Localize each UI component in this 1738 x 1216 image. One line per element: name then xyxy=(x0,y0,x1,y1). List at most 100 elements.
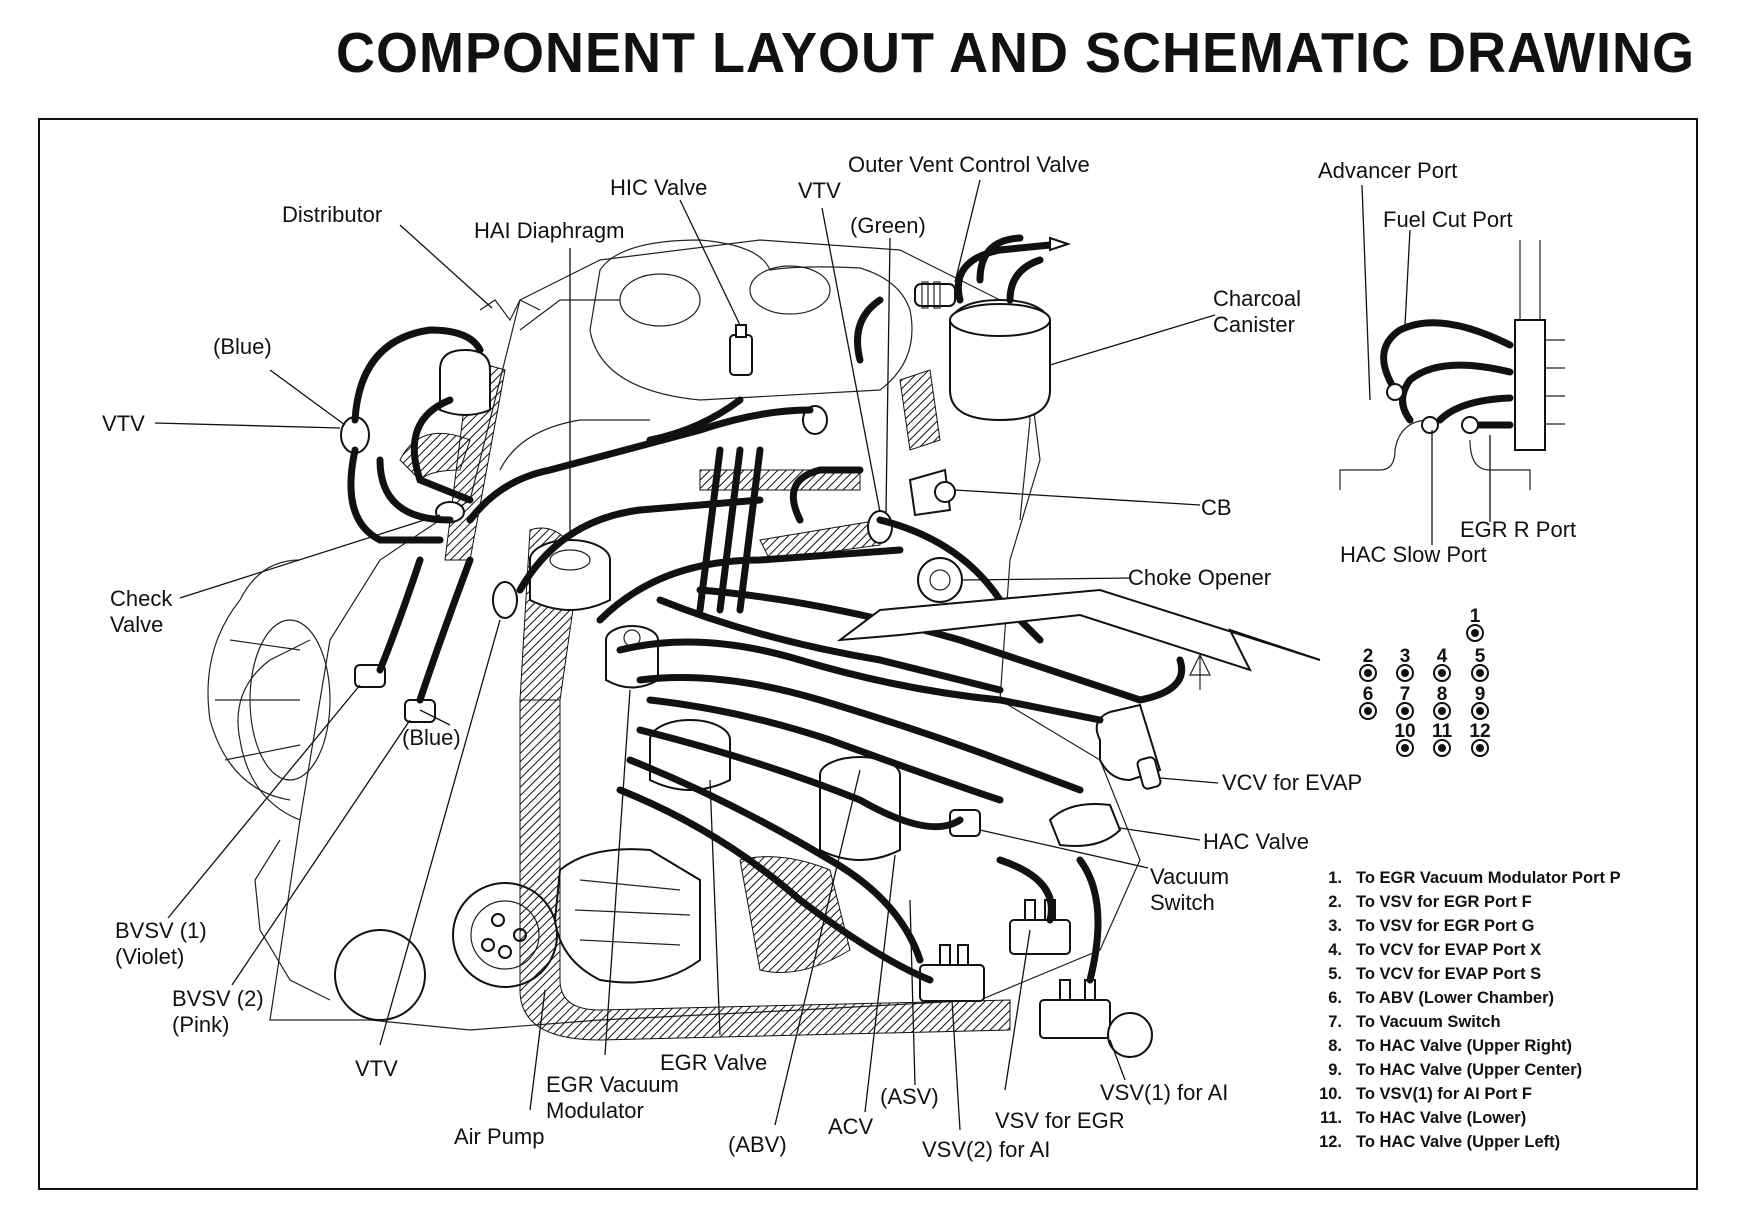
label-bvsv2-2: (Pink) xyxy=(172,1012,229,1037)
legend-text: To HAC Valve (Lower) xyxy=(1356,1108,1527,1127)
legend-number: 12. xyxy=(1319,1132,1342,1151)
port-label-4: 4 xyxy=(1437,646,1448,667)
label-blue-top: (Blue) xyxy=(213,334,272,359)
legend-number: 11. xyxy=(1319,1108,1342,1127)
label-check-1: Check xyxy=(110,586,173,611)
port-label-1: 1 xyxy=(1470,606,1481,627)
label-vsv-egr: VSV for EGR xyxy=(995,1108,1125,1133)
label-vtv-bottom: VTV xyxy=(355,1056,398,1081)
legend-number: 4. xyxy=(1328,940,1342,959)
port-label-10: 10 xyxy=(1394,721,1415,742)
legend-item: 5. To VCV for EVAP Port S xyxy=(1292,962,1672,986)
legend-text: To Vacuum Switch xyxy=(1356,1012,1501,1031)
vsv-for-egr xyxy=(1009,899,1071,955)
check-valve-part xyxy=(492,581,518,619)
charcoal-canister xyxy=(949,234,1072,422)
port-label-3: 3 xyxy=(1400,646,1411,667)
vsv1-for-ai xyxy=(1039,979,1153,1058)
legend-number: 6. xyxy=(1328,988,1342,1007)
legend-number: 5. xyxy=(1328,964,1342,983)
cb-valve xyxy=(908,468,956,517)
legend-text: To HAC Valve (Upper Left) xyxy=(1356,1132,1561,1151)
legend-item: 3. To VSV for EGR Port G xyxy=(1292,914,1672,938)
port-label-7: 7 xyxy=(1400,684,1411,705)
distributor xyxy=(439,299,541,416)
label-bvsv1-1: BVSV (1) xyxy=(115,918,207,943)
egr-valve xyxy=(649,719,731,791)
label-bvsv1-2: (Violet) xyxy=(115,944,184,969)
label-check-2: Valve xyxy=(110,612,163,637)
legend-number: 3. xyxy=(1328,916,1342,935)
port-number-grid: 1 2 3 4 5 6 7 8 9 10 11 12 xyxy=(1359,606,1491,757)
label-cb: CB xyxy=(1201,495,1232,520)
vacuum-hoses xyxy=(347,296,1185,984)
legend-number: 7. xyxy=(1328,1012,1342,1031)
legend-item: 12. To HAC Valve (Upper Left) xyxy=(1292,1130,1672,1154)
label-hic-valve: HIC Valve xyxy=(610,175,707,200)
legend-item: 11. To HAC Valve (Lower) xyxy=(1292,1106,1672,1130)
vsv2-for-ai xyxy=(919,944,985,1002)
legend-text: To VSV for EGR Port G xyxy=(1356,916,1535,935)
legend-text: To HAC Valve (Upper Right) xyxy=(1356,1036,1573,1055)
label-bvsv2-1: BVSV (2) xyxy=(172,986,264,1011)
label-egr-mod-1: EGR Vacuum xyxy=(546,1072,679,1097)
legend-text: To ABV (Lower Chamber) xyxy=(1356,988,1555,1007)
label-vcv-evap: VCV for EVAP xyxy=(1222,770,1362,795)
label-vtv-top: VTV xyxy=(798,178,841,203)
legend-text: To VCV for EVAP Port S xyxy=(1356,964,1542,983)
port-label-2: 2 xyxy=(1363,646,1374,667)
label-vsv2-ai: VSV(2) for AI xyxy=(922,1137,1050,1162)
label-vacuum-1: Vacuum xyxy=(1150,864,1229,889)
component-labels: Distributor HAI Diaphragm HIC Valve VTV … xyxy=(102,152,1576,1162)
legend-number: 1. xyxy=(1328,868,1342,887)
label-advancer-port: Advancer Port xyxy=(1318,158,1457,183)
label-egr-r-port: EGR R Port xyxy=(1460,517,1576,542)
leader-lines xyxy=(154,179,1491,1131)
label-egr-valve: EGR Valve xyxy=(660,1050,767,1075)
choke-opener xyxy=(917,557,963,603)
diagram-frame xyxy=(38,118,1698,1190)
label-abv: (ABV) xyxy=(728,1132,787,1157)
legend-item: 8. To HAC Valve (Upper Right) xyxy=(1292,1034,1672,1058)
bvsv-parts xyxy=(354,664,436,723)
label-vsv1-ai: VSV(1) for AI xyxy=(1100,1080,1228,1105)
label-air-pump: Air Pump xyxy=(454,1124,544,1149)
legend-item: 1. To EGR Vacuum Modulator Port P xyxy=(1292,866,1672,890)
label-blue-mid: (Blue) xyxy=(402,725,461,750)
legend-number: 8. xyxy=(1328,1036,1342,1055)
label-fuel-cut-port: Fuel Cut Port xyxy=(1383,207,1513,232)
legend-number: 2. xyxy=(1328,892,1342,911)
label-acv: ACV xyxy=(828,1114,874,1139)
legend-text: To VSV(1) for AI Port F xyxy=(1356,1084,1532,1103)
fan-assembly xyxy=(207,559,331,801)
legend-text: To VCV for EVAP Port X xyxy=(1356,940,1542,959)
label-hai-diaphragm: HAI Diaphragm xyxy=(474,218,624,243)
acv xyxy=(819,756,901,861)
port-pointer-arrow xyxy=(836,588,1321,690)
hic-valve xyxy=(729,324,753,376)
air-pump-body xyxy=(553,848,851,984)
carburetor-port-inset xyxy=(1339,240,1565,490)
legend-item: 6. To ABV (Lower Chamber) xyxy=(1292,986,1672,1010)
label-charcoal-2: Canister xyxy=(1213,312,1295,337)
port-label-5: 5 xyxy=(1475,646,1486,667)
legend-item: 7. To Vacuum Switch xyxy=(1292,1010,1672,1034)
label-hac-valve: HAC Valve xyxy=(1203,829,1309,854)
port-legend: 1. To EGR Vacuum Modulator Port P 2. To VS… xyxy=(1292,866,1672,1154)
label-egr-mod-2: Modulator xyxy=(546,1098,644,1123)
legend-text: To HAC Valve (Upper Center) xyxy=(1356,1060,1583,1079)
legend-text: To EGR Vacuum Modulator Port P xyxy=(1356,868,1621,887)
vcv-evap xyxy=(1095,703,1162,790)
outer-vent-valve xyxy=(914,281,956,309)
label-outer-vent: Outer Vent Control Valve xyxy=(848,152,1090,177)
legend-item: 4. To VCV for EVAP Port X xyxy=(1292,938,1672,962)
port-label-9: 9 xyxy=(1475,684,1486,705)
label-charcoal-1: Charcoal xyxy=(1213,286,1301,311)
label-vtv-left: VTV xyxy=(102,411,145,436)
legend-number: 9. xyxy=(1328,1060,1342,1079)
port-label-11: 11 xyxy=(1432,721,1453,742)
label-vacuum-2: Switch xyxy=(1150,890,1215,915)
label-hac-slow-port: HAC Slow Port xyxy=(1340,542,1487,567)
hac-valve-body xyxy=(949,803,1122,847)
